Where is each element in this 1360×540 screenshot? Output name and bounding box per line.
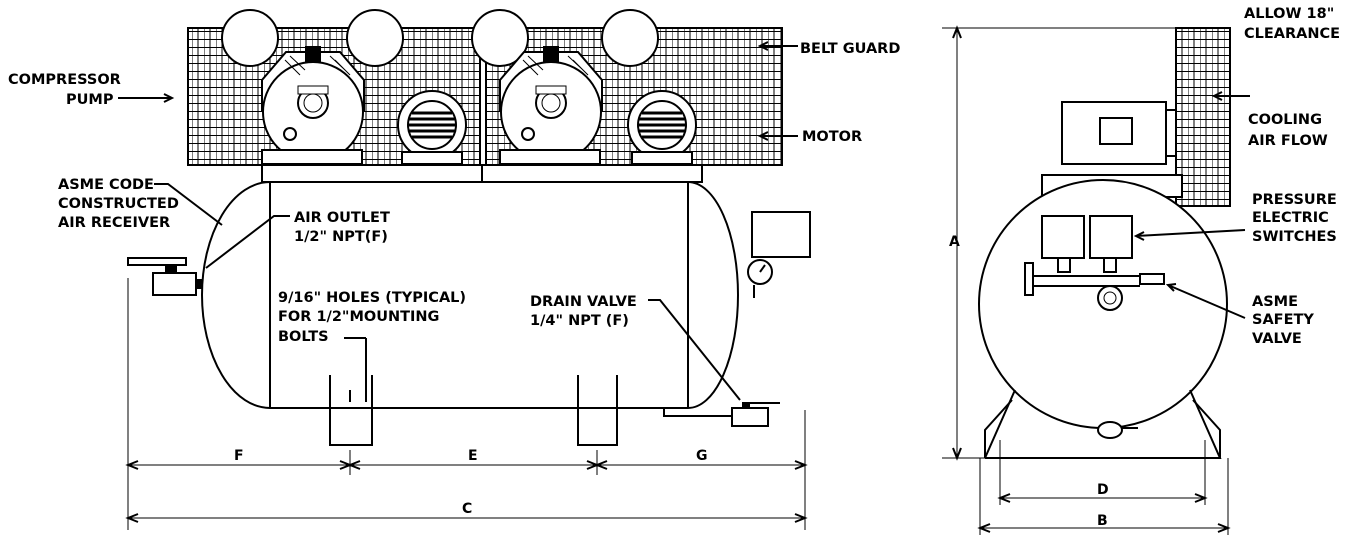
label-drain-line1: DRAIN VALVE: [530, 294, 637, 310]
compressor-pump-2: [499, 46, 603, 165]
label-asme-line2: CONSTRUCTED: [58, 196, 179, 212]
compressor-pump-1: [261, 46, 365, 165]
label-holes-line1: 9/16" HOLES (TYPICAL): [278, 290, 466, 306]
pressure-gauge: [747, 259, 773, 298]
label-belt-guard: BELT GUARD: [800, 41, 900, 57]
dim-label-b: B: [1097, 513, 1108, 529]
pulley-2: [346, 9, 404, 67]
label-air-outlet-line2: 1/2" NPT(F): [294, 229, 388, 245]
label-safety-line1: ASME: [1252, 294, 1298, 310]
label-pressure-line1: PRESSURE: [1252, 192, 1337, 208]
label-pressure-line3: SWITCHES: [1252, 229, 1337, 245]
label-pressure-line2: ELECTRIC: [1252, 210, 1329, 226]
drain-valve-side: [1097, 421, 1138, 439]
pulley-1: [221, 9, 279, 67]
side-view: [942, 25, 1250, 535]
label-motor: MOTOR: [802, 129, 862, 145]
dim-label-a: A: [949, 234, 960, 250]
label-asme-line1: ASME CODE: [58, 177, 154, 193]
label-cooling-line1: COOLING: [1248, 112, 1322, 128]
tank-foot-right: [577, 375, 618, 446]
dim-label-e: E: [468, 448, 478, 464]
dim-label-c: C: [462, 501, 472, 517]
air-outlet-valve: [127, 257, 202, 296]
pressure-switch-2: [1089, 215, 1133, 259]
label-holes-line2: FOR 1/2"MOUNTING: [278, 309, 439, 325]
dim-label-g: G: [696, 448, 708, 464]
label-compressor-line2: PUMP: [66, 92, 114, 108]
motor-2: [627, 90, 697, 165]
front-dimensions: [125, 278, 808, 530]
label-safety-line3: VALVE: [1252, 331, 1302, 347]
label-safety-line2: SAFETY: [1252, 312, 1314, 328]
label-clearance-line1: ALLOW 18": [1244, 6, 1334, 22]
pulley-4: [601, 9, 659, 67]
motor-side: [1061, 101, 1167, 165]
dim-label-d: D: [1097, 482, 1109, 498]
front-view: [118, 9, 811, 530]
tank-foot-left: [329, 375, 373, 446]
label-drain-line2: 1/4" NPT (F): [530, 313, 629, 329]
pressure-switch-1: [1041, 215, 1085, 259]
side-dimensions: [942, 25, 1231, 535]
drain-valve: [663, 402, 780, 427]
label-clearance-line2: CLEARANCE: [1244, 26, 1340, 42]
pressure-switch-box: [751, 211, 811, 258]
label-air-outlet-line1: AIR OUTLET: [294, 210, 390, 226]
safety-valve-side: [1024, 257, 1165, 311]
label-asme-line3: AIR RECEIVER: [58, 215, 170, 231]
air-receiver-tank: [201, 181, 739, 409]
label-holes-line3: BOLTS: [278, 329, 329, 345]
dim-label-f: F: [234, 448, 244, 464]
motor-1: [397, 90, 467, 165]
label-cooling-line2: AIR FLOW: [1248, 133, 1328, 149]
pulley-3: [471, 9, 529, 67]
label-compressor-line1: COMPRESSOR: [8, 72, 121, 88]
belt-guard-side: [1175, 27, 1231, 207]
